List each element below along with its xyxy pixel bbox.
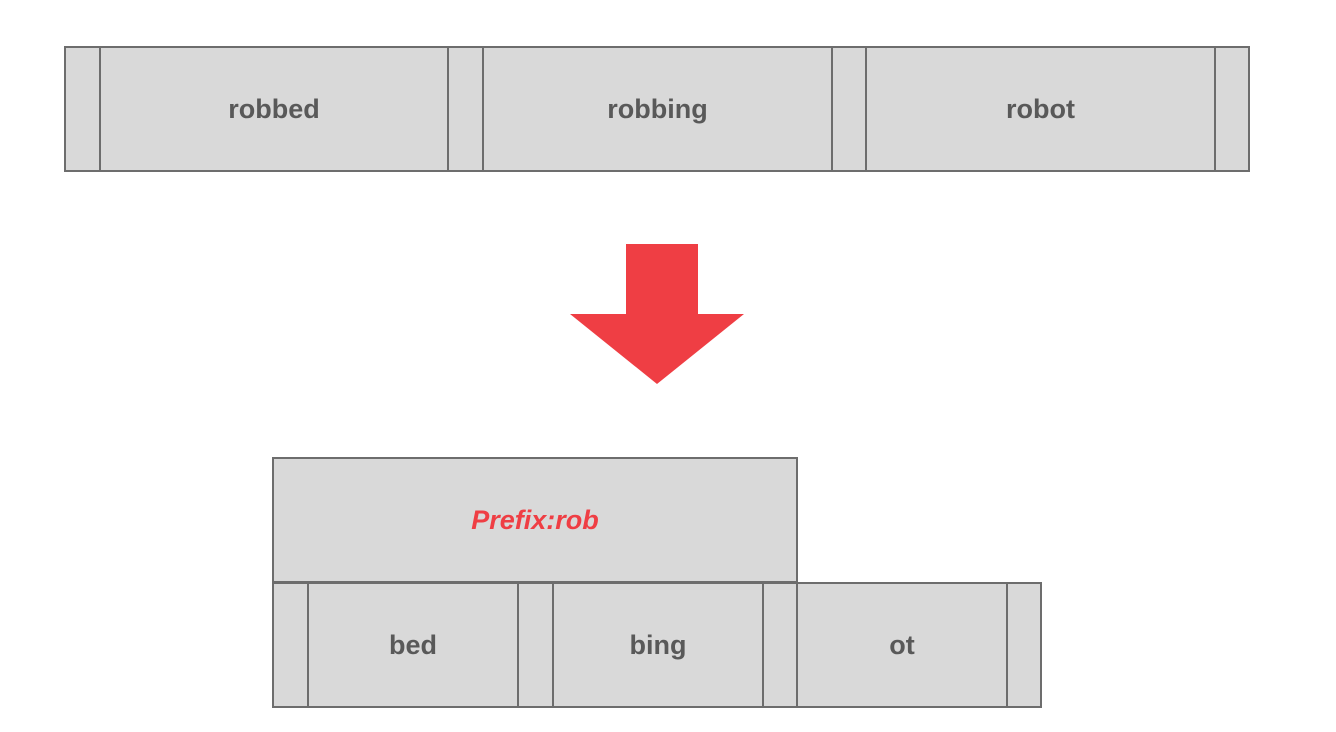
- prefix-block: Prefix:rob: [272, 457, 798, 583]
- suffix-cell: bed: [309, 584, 517, 706]
- key-cell: robot: [867, 48, 1214, 170]
- key-cell: robbing: [484, 48, 831, 170]
- slot-divider: [482, 48, 484, 170]
- slot-divider: [796, 584, 798, 706]
- prefix-label: Prefix:rob: [471, 504, 599, 535]
- key-label: robbing: [607, 93, 708, 124]
- suffix-label: ot: [889, 629, 915, 660]
- slot-divider: [762, 584, 764, 706]
- slot-divider: [1214, 48, 1216, 170]
- slot-divider: [517, 584, 519, 706]
- arrow-shape: [570, 244, 744, 384]
- slot-divider: [865, 48, 867, 170]
- suffix-label: bed: [388, 629, 437, 660]
- slot-divider: [831, 48, 833, 170]
- suffix-cell: bing: [554, 584, 762, 706]
- key-label: robot: [1006, 93, 1075, 124]
- slot-divider: [1006, 584, 1008, 706]
- full-keys-row: robbed robbing robot: [64, 46, 1250, 172]
- key-label: robbed: [228, 93, 320, 124]
- suffix-cell: ot: [798, 584, 1006, 706]
- down-arrow-icon: [570, 244, 744, 384]
- suffix-row: bed bing ot: [272, 582, 1042, 708]
- slot-divider: [307, 584, 309, 706]
- key-cell: robbed: [101, 48, 447, 170]
- slot-divider: [552, 584, 554, 706]
- slot-divider: [447, 48, 449, 170]
- slot-divider: [99, 48, 101, 170]
- suffix-label: bing: [629, 629, 687, 660]
